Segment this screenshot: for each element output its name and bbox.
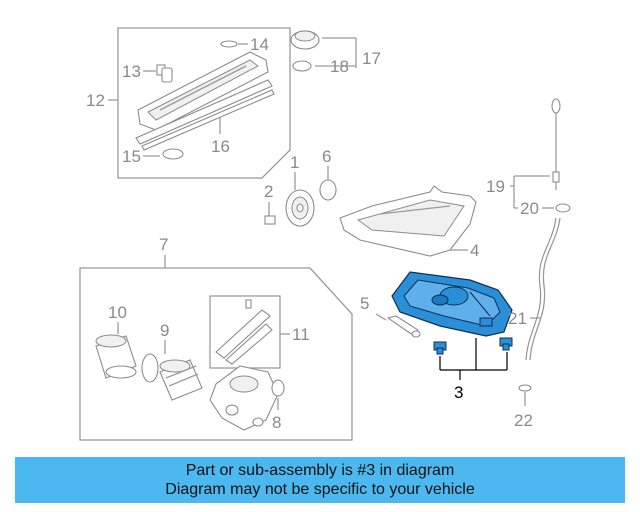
callout-11[interactable]: 11 [292,325,310,344]
callout-3[interactable]: 3 [454,383,463,402]
bolt-13[interactable] [156,64,173,83]
seal-14[interactable] [220,40,238,48]
upper-oil-pan[interactable] [339,185,477,257]
callout-1[interactable]: 1 [290,153,299,172]
filter-element[interactable] [159,359,203,401]
callout-2[interactable]: 2 [264,182,273,201]
banner-line-2: Diagram may not be specific to your vehi… [165,481,475,498]
box-group-7 [79,267,353,441]
box-group-11 [209,295,281,369]
dipstick-tube[interactable] [525,217,561,361]
seal-15[interactable] [162,148,184,160]
callout-6[interactable]: 6 [322,147,331,166]
callout-18[interactable]: 18 [330,57,349,76]
info-banner: Part or sub-assembly is #3 in diagram Di… [15,457,625,503]
tube-oring[interactable] [518,384,532,392]
housing-seal-8[interactable] [271,379,285,397]
callout-13[interactable]: 13 [122,62,141,81]
parts-diagram: 12 16 14 13 15 17 18 1 2 [79,27,571,441]
filter-oring[interactable] [141,353,159,383]
dipstick[interactable] [551,98,561,190]
cap-seal-18[interactable] [292,60,312,72]
oil-strainer[interactable] [386,315,421,338]
pan-bolt[interactable] [499,337,513,351]
valve-cover[interactable] [137,51,269,131]
drain-plug[interactable] [433,341,447,355]
box-group-12 [117,27,291,179]
dipstick-seal[interactable] [555,203,571,213]
valve-cover-gasket[interactable] [135,79,275,151]
callout-5[interactable]: 5 [360,294,369,313]
callout-19[interactable]: 19 [486,177,505,196]
oil-filler-cap[interactable] [290,30,320,50]
callout-20[interactable]: 20 [520,199,539,218]
callout-4[interactable]: 4 [470,241,479,260]
callout-12[interactable]: 12 [86,91,105,110]
callout-9[interactable]: 9 [160,321,169,340]
housing-gasket-set[interactable] [215,299,273,365]
callout-10[interactable]: 10 [108,303,127,322]
callout-17[interactable]: 17 [362,49,381,68]
oil-filter-housing[interactable] [209,365,279,431]
oil-filter[interactable] [95,334,137,379]
banner-line-1: Part or sub-assembly is #3 in diagram [185,462,455,479]
front-seal-6[interactable] [319,179,337,201]
callout-15[interactable]: 15 [122,147,141,166]
callout-8[interactable]: 8 [272,413,281,432]
callout-14[interactable]: 14 [250,35,269,54]
callout-21[interactable]: 21 [508,309,527,328]
callout-7[interactable]: 7 [159,235,168,254]
callout-16[interactable]: 16 [211,137,230,156]
lower-oil-pan-highlight[interactable] [391,271,513,337]
crank-pulley[interactable] [285,189,315,227]
callout-22[interactable]: 22 [514,411,533,430]
pulley-bolt[interactable] [264,215,276,225]
